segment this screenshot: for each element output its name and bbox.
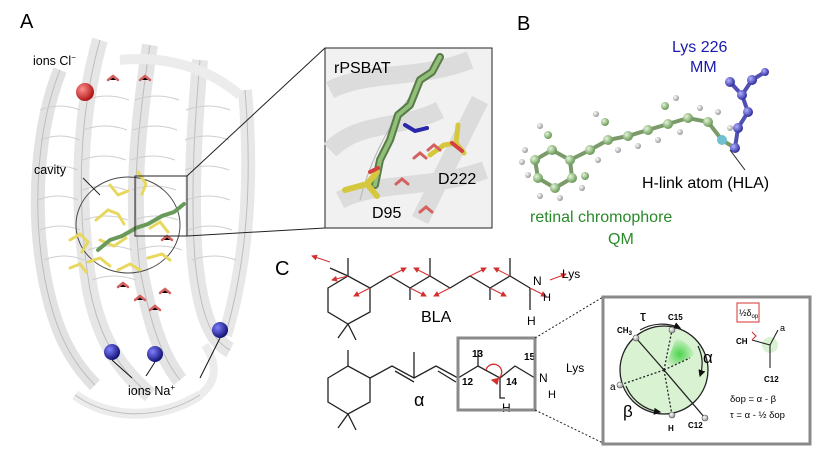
cavity-outline [75,176,181,274]
newman-beta: β [623,402,633,421]
ions-na-label: ions Na+ [128,383,175,398]
newman-ch3: CH3 [617,326,633,337]
bla-n: N [533,274,542,288]
alpha-n: N [539,371,548,385]
zoom-dotted-bottom [534,409,604,444]
newman-alpha: α [703,348,713,367]
newman-a: a [610,382,616,393]
newman-c12-atom [701,414,709,422]
newman-c15: C15 [668,313,683,322]
tau-arc [639,322,682,331]
retinal-label: retinal chromophore [530,209,672,226]
half-delta-box [736,302,760,323]
cavity-pointer [82,177,101,196]
zoom-dotted-top [534,296,604,339]
newman-c15-atom [668,326,676,334]
mini-ch3: CH [736,337,748,346]
bla-h: H [527,314,536,328]
ions-cl-label: ions Cl− [33,53,76,68]
d95-label: D95 [372,205,401,222]
alpha-arc [697,345,706,378]
panel-c-label: C [275,258,289,280]
newman-c12: C12 [688,421,703,430]
alpha-h-n: H [548,389,556,401]
bla-h-n: H [543,292,551,304]
newman-h-atom [668,411,676,419]
bla-label: BLA [421,309,452,326]
alpha-lys: Lys [566,361,584,375]
atom-12: 12 [462,377,474,388]
protein-ribbon [30,37,256,419]
atom-15: 15 [524,352,536,363]
bla-lys: Lys [562,267,580,281]
newman-wedge [664,338,695,370]
d222-label: D222 [438,171,476,188]
sodium-ion-3 [212,322,228,338]
mm-label: MM [690,59,717,76]
retinal-sticks [96,202,186,252]
sodium-ion-2 [147,346,163,362]
zoom-line-top [186,47,326,177]
zoom-source-box [134,175,188,237]
inset-panel [323,47,493,229]
cavity-label: cavity [34,163,67,177]
alpha-symbol: α [414,390,424,410]
atom-14: 14 [506,377,518,388]
lys-label: Lys 226 [672,39,728,56]
alpha-h: H [502,401,511,415]
alpha-structure [327,350,536,431]
inset-title: rPSBAT [334,60,391,77]
newman-a-atom [616,381,624,389]
equation-delta: δop = α - β [730,394,777,405]
helix-ridges [37,95,237,281]
qm-label: QM [608,231,634,248]
panel-b-label: B [517,13,530,35]
sodium-ion-1 [104,344,120,360]
beta-arc [625,385,662,415]
hla-label: H-link atom (HLA) [642,175,769,192]
chloride-ion [76,83,94,101]
half-delta-text: ½δop [739,308,759,320]
na-pointers [111,337,221,379]
hla-pointer [729,149,746,171]
torsion-arrow [485,363,503,386]
equation-tau: τ = α - ½ δop [730,410,785,421]
bla-arrows [311,254,567,297]
panel-a-label: A [20,11,34,33]
water-molecules [106,74,174,312]
torsion-highlight-box [456,336,537,412]
atom-13: 13 [472,349,484,360]
retinal-ball-stick [519,68,769,201]
newman-h: H [668,424,674,433]
newman-bonds [619,329,706,419]
zoom-line-bottom [186,227,326,237]
newman-ch3-atom [632,334,640,342]
newman-tau: τ [640,308,646,325]
mini-projection [751,329,779,368]
mini-a: a [780,323,785,333]
mini-c12: C12 [764,375,779,384]
